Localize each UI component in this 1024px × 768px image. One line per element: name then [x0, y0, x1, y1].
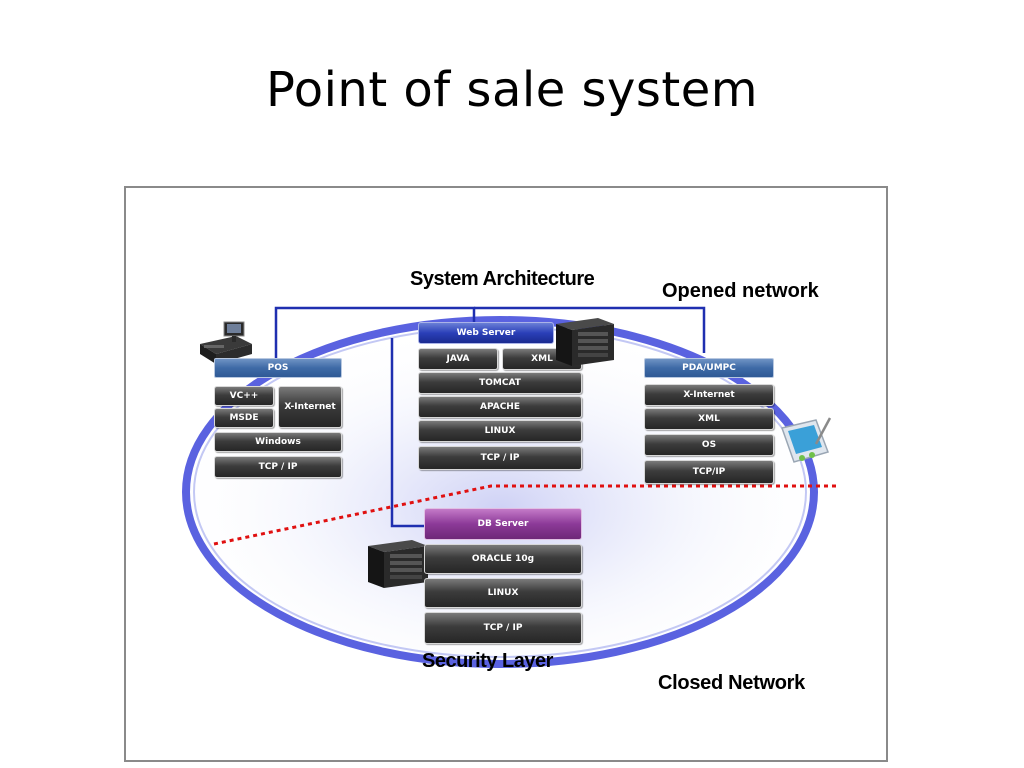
db-linux: LINUX [424, 578, 582, 608]
pda-icon [776, 414, 834, 468]
label-closed-network: Closed Network [658, 672, 805, 694]
web-tomcat: TOMCAT [418, 372, 582, 394]
pda-os: OS [644, 434, 774, 456]
slide-title: Point of sale system [265, 62, 759, 118]
pos-header: POS [214, 358, 342, 378]
web-tcpip: TCP / IP [418, 446, 582, 470]
db-server-tower-icon [366, 538, 432, 590]
db-server-header: DB Server [424, 508, 582, 540]
label-security-layer: Security Layer [422, 650, 553, 672]
diagram-canvas [182, 306, 836, 668]
label-system-architecture: System Architecture [410, 268, 595, 290]
architecture-diagram: System Architecture Opened network Close… [124, 186, 888, 762]
pos-terminal-icon [196, 318, 256, 368]
label-opened-network: Opened network [662, 280, 819, 302]
pda-xml: XML [644, 408, 774, 430]
pos-msde: MSDE [214, 408, 274, 428]
pos-x-internet: X-Internet [278, 386, 342, 428]
server-tower-icon [554, 316, 616, 368]
security-boundary-line [213, 484, 836, 546]
pos-tcpip: TCP / IP [214, 456, 342, 478]
pda-x-internet: X-Internet [644, 384, 774, 406]
network-ellipse-fill [188, 320, 812, 664]
web-server-header: Web Server [418, 322, 554, 344]
web-java: JAVA [418, 348, 498, 370]
pda-header: PDA/UMPC [644, 358, 774, 378]
network-ellipse [182, 316, 818, 668]
pos-windows: Windows [214, 432, 342, 452]
web-linux: LINUX [418, 420, 582, 442]
db-oracle: ORACLE 10g [424, 544, 582, 574]
web-apache: APACHE [418, 396, 582, 418]
connector-lines [274, 306, 706, 528]
pos-vcpp: VC++ [214, 386, 274, 406]
pda-tcpip: TCP/IP [644, 460, 774, 484]
db-tcpip: TCP / IP [424, 612, 582, 644]
